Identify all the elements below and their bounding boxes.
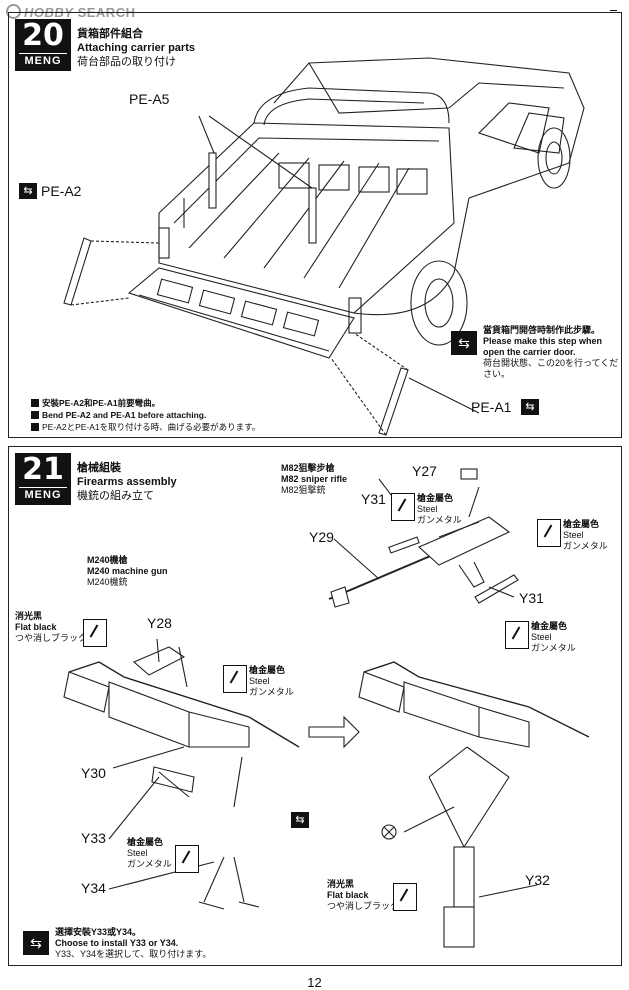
firearms-drawing [63,468,590,948]
brand-label: MENG [19,487,67,502]
part-label-y30: Y30 [81,765,106,781]
title-en: Attaching carrier parts [77,42,195,54]
choose-note: 選擇安裝Y33或Y34。 Choose to install Y33 or Y3… [55,927,212,959]
note-icon [31,411,39,419]
m82-label: M82狙擊步槍 M82 sniper rifle M82狙撃銃 [281,463,348,495]
step-21-title: 槍械組裝 Firearms assembly 機銃の組み立て [77,461,177,503]
title-en: Firearms assembly [77,476,177,488]
paint-callout-steel: 槍金屬色 Steel ガンメタル [531,621,576,653]
paint-icon [391,493,415,521]
step-21-panel: 21 MENG 槍械組裝 Firearms assembly 機銃の組み立て [8,446,622,966]
part-label-pe-a2: PE-A2 [41,183,82,199]
paint-callout-steel: 槍金屬色 Steel ガンメタル [563,519,608,551]
truck-bed-drawing [63,57,585,436]
step-20-badge: 20 MENG [15,19,71,71]
part-label-y31: Y31 [519,590,544,606]
part-label-pe-a1: PE-A1 [471,399,512,415]
paint-callout-steel: 槍金屬色 Steel ガンメタル [417,493,462,525]
note-icon [31,423,39,431]
paint-icon [505,621,529,649]
brand-label: MENG [19,53,67,68]
part-label-y28: Y28 [147,615,172,631]
paint-icon [223,665,247,693]
paint-icon [393,883,417,911]
step-number: 21 [22,452,64,487]
paint-icon [537,519,561,547]
option-swap-icon: ⇆ [451,331,477,355]
option-swap-icon: ⇆ [291,812,309,828]
step-number: 20 [22,18,64,53]
part-label-pe-a5: PE-A5 [129,91,170,107]
corner-mark [610,10,617,11]
part-label-y34: Y34 [81,880,106,896]
option-swap-icon: ⇆ [521,399,539,415]
bend-notes: 安裝PE-A2和PE-A1前要彎曲。 Bend PE-A2 and PE-A1 … [31,397,260,433]
paint-callout-flat-black: 消光黑 Flat black つや消しブラック [327,879,400,911]
paint-callout-flat-black: 消光黑 Flat black つや消しブラック [15,611,88,643]
carrier-door-note: 當貨箱門開啓時制作此步驟。 Please make this step when… [483,325,619,379]
paint-icon [175,845,199,873]
part-label-y27: Y27 [412,463,437,479]
page-number: 12 [307,975,322,990]
part-label-y33: Y33 [81,830,106,846]
title-cn: 槍械組裝 [77,462,121,474]
title-jp: 荷台部品の取り付け [77,56,176,68]
paint-icon [83,619,107,647]
step-20-title: 貨箱部件組合 Attaching carrier parts 荷台部品の取り付け [77,27,195,69]
title-jp: 機銃の組み立て [77,490,154,502]
watermark-logo-icon [6,4,21,19]
paint-callout-steel: 槍金屬色 Steel ガンメタル [249,665,294,697]
part-label-y32: Y32 [525,872,550,888]
paint-callout-steel: 槍金屬色 Steel ガンメタル [127,837,172,869]
title-cn: 貨箱部件組合 [77,28,143,40]
step-21-badge: 21 MENG [15,453,71,505]
note-icon [31,399,39,407]
part-label-y29: Y29 [309,529,334,545]
step-20-panel: 20 MENG 貨箱部件組合 Attaching carrier parts 荷… [8,12,622,438]
option-swap-icon: ⇆ [23,931,49,955]
m240-label: M240機槍 M240 machine gun M240機銃 [87,555,168,587]
part-label-y31: Y31 [361,491,386,507]
option-swap-icon: ⇆ [19,183,37,199]
